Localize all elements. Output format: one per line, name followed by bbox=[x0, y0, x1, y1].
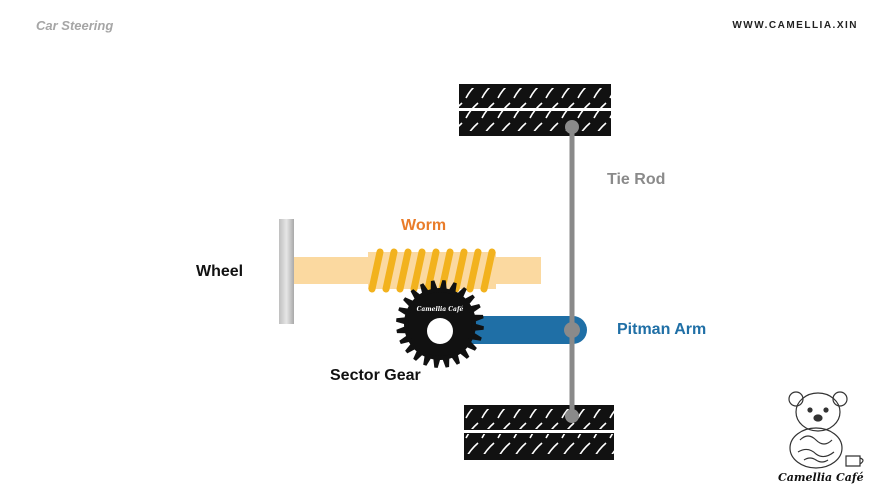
worm-label: Worm bbox=[401, 217, 447, 234]
tie-rod-joint-top bbox=[565, 120, 579, 134]
tie-rod-joint-bottom bbox=[565, 409, 579, 423]
bottom-tire bbox=[464, 405, 614, 460]
site-url: WWW.CAMELLIA.XIN bbox=[732, 20, 858, 31]
bear-logo bbox=[788, 391, 864, 469]
tie-rod-label: Tie Rod bbox=[607, 171, 666, 188]
gear-stamp: Camellia Café bbox=[417, 306, 464, 313]
gear-hub bbox=[427, 318, 453, 344]
steering-wheel-plate bbox=[279, 219, 294, 324]
sector-gear bbox=[396, 280, 484, 368]
diagram-title: Car Steering bbox=[36, 18, 114, 33]
logo-caption: Camellia Café bbox=[778, 471, 864, 484]
pitman-arm bbox=[455, 316, 587, 344]
wheel-label: Wheel bbox=[196, 263, 244, 280]
pitman-arm-label: Pitman Arm bbox=[617, 321, 707, 338]
tie-rod-joint-middle bbox=[564, 322, 580, 338]
sector-gear-label: Sector Gear bbox=[330, 367, 421, 384]
top-tire bbox=[459, 84, 611, 136]
